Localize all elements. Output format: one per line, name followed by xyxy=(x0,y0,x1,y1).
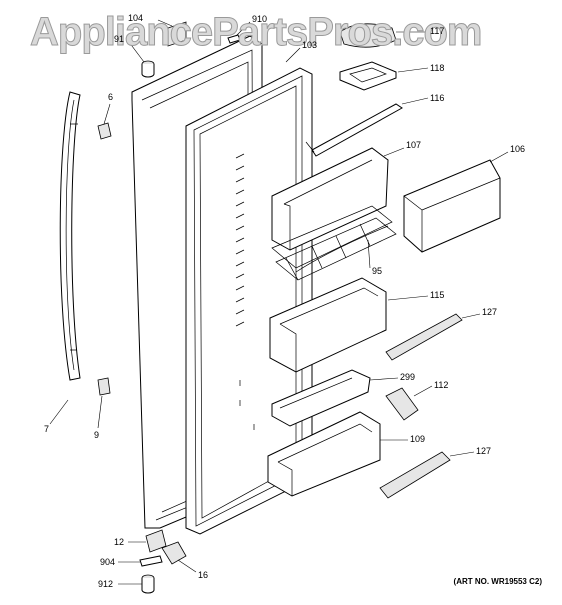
door-bin-109 xyxy=(267,411,381,497)
bushing-91 xyxy=(141,60,155,78)
handle-screw-top xyxy=(97,122,112,140)
handle-screw-bottom xyxy=(97,377,111,396)
callout-104: 104 xyxy=(128,13,144,23)
callout-16: 16 xyxy=(198,570,209,580)
bushing-912 xyxy=(141,574,155,594)
callout-910: 910 xyxy=(252,14,268,24)
bracket-12 xyxy=(145,529,167,553)
callout-9: 9 xyxy=(94,430,100,440)
leader-lines xyxy=(49,19,509,585)
door-bin-106 xyxy=(403,159,501,253)
screw-904 xyxy=(139,555,163,567)
hinge-cap-104 xyxy=(167,21,187,47)
callout-127-lower: 127 xyxy=(476,446,492,456)
callout-116: 116 xyxy=(430,93,445,103)
cover-117 xyxy=(339,23,397,48)
callout-107: 107 xyxy=(406,140,422,150)
callout-7: 7 xyxy=(44,424,50,434)
trim-116 xyxy=(305,103,403,157)
callout-112: 112 xyxy=(434,380,449,390)
hinge-910 xyxy=(227,34,241,44)
door-handle xyxy=(59,91,81,381)
door-bin-107 xyxy=(271,147,389,251)
callout-115: 115 xyxy=(430,290,445,300)
bin-cover-127-lower xyxy=(379,451,451,499)
callout-91: 91 xyxy=(114,34,125,44)
callout-118: 118 xyxy=(430,63,445,73)
callout-904: 904 xyxy=(100,557,116,567)
door-bin-299 xyxy=(271,369,371,427)
cover-118 xyxy=(339,61,397,91)
callout-12: 12 xyxy=(114,537,125,547)
wire-rack-95 xyxy=(271,205,397,281)
callout-109: 109 xyxy=(410,434,426,444)
callout-127-upper: 127 xyxy=(482,307,498,317)
callout-95: 95 xyxy=(372,266,383,276)
callout-106: 106 xyxy=(510,144,526,154)
callout-299: 299 xyxy=(400,372,416,382)
door-bin-115 xyxy=(269,277,387,373)
callout-117: 117 xyxy=(430,26,445,36)
hinge-16 xyxy=(161,541,187,565)
art-number-label: (ART NO. WR19553 C2) xyxy=(453,577,542,586)
callout-912: 912 xyxy=(98,579,114,589)
callout-6: 6 xyxy=(108,92,114,102)
bin-cover-127-upper xyxy=(385,313,463,361)
door-liner-slots xyxy=(235,153,255,430)
bin-cover-112 xyxy=(385,387,419,421)
callout-103: 103 xyxy=(302,40,318,50)
